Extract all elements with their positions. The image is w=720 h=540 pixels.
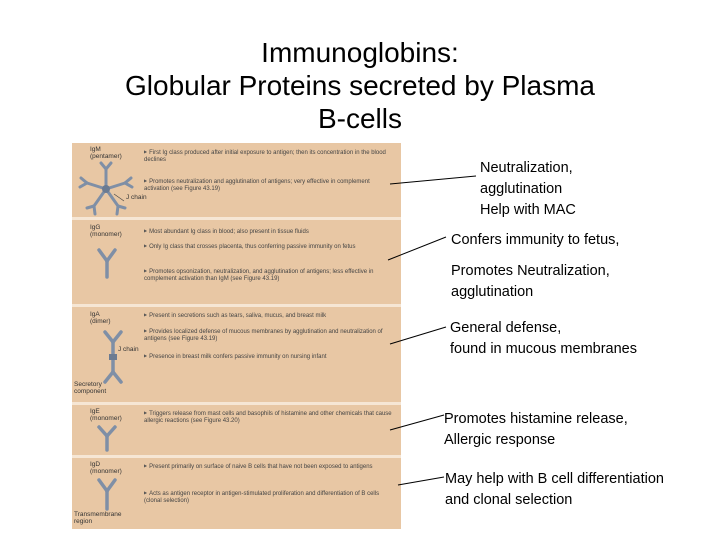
iga-bullet-3: Presence in breast milk confers passive … (144, 352, 396, 361)
annotation-iga: General defense, found in mucous membran… (450, 318, 637, 360)
leader-line-igd (397, 476, 445, 486)
annotation-line: Promotes Neutralization, (451, 263, 610, 279)
iga-form-label: (dimer) (90, 318, 111, 325)
igg-form-label: (monomer) (90, 231, 122, 238)
iga-bullet-2: Provides localized defense of mucous mem… (144, 327, 396, 343)
igg-bullet-1: Most abundant Ig class in blood; also pr… (144, 227, 396, 236)
annotation-igm: Neutralization, agglutination Help with … (480, 158, 576, 221)
immunoglobulin-classes-figure: IgM (pentamer) J chain First Ig class pr… (72, 143, 401, 529)
igg-bullet-3: Promotes opsonization, neutralization, a… (144, 267, 396, 283)
igd-monomer-icon (97, 478, 117, 511)
igd-bullet-2: Acts as antigen receptor in antigen-stim… (144, 489, 396, 505)
annotation-line: Neutralization, (480, 160, 573, 176)
panel-divider (72, 455, 401, 458)
iga-dimer-icon (103, 330, 123, 384)
igm-bullet-1: First Ig class produced after initial ex… (144, 148, 396, 164)
iga-bullet-1: Present in secretions such as tears, sal… (144, 311, 396, 320)
ige-monomer-icon (97, 425, 117, 452)
title-line-2: Globular Proteins secreted by Plasma (125, 70, 595, 101)
annotation-line: Promotes histamine release, (444, 411, 628, 427)
annotation-line: Allergic response (444, 432, 556, 448)
annotation-ige: Promotes histamine release, Allergic res… (444, 409, 628, 451)
title-line-1: Immunoglobins: (261, 37, 459, 68)
annotation-line: General defense, (450, 320, 562, 336)
igg-monomer-icon (97, 248, 117, 279)
igd-bullet-1: Present primarily on surface of naive B … (144, 462, 396, 471)
annotation-line: and clonal selection (445, 492, 573, 508)
ige-class-label: IgE (90, 408, 100, 415)
iga-secretory-component-label: Secretory component (74, 381, 107, 395)
panel-divider (72, 217, 401, 220)
panel-divider (72, 304, 401, 307)
annotation-line: found in mucous membranes (450, 341, 637, 357)
annotation-line: Help with MAC (480, 202, 576, 218)
slide-title: Immunoglobins: Globular Proteins secrete… (0, 36, 720, 135)
igd-class-label: IgD (90, 461, 101, 468)
panel-divider (72, 402, 401, 405)
igm-form-label: (pentamer) (90, 153, 122, 160)
annotation-line: Confers immunity to fetus, (451, 232, 620, 248)
iga-class-label: IgA (90, 311, 100, 318)
annotation-line: agglutination (480, 181, 563, 197)
igg-bullet-2: Only Ig class that crosses placenta, thu… (144, 242, 396, 251)
leader-line-igm (389, 175, 477, 185)
annotation-igd: May help with B cell differentiation and… (445, 469, 664, 511)
title-line-3: B-cells (317, 103, 402, 134)
igm-bullet-2: Promotes neutralization and agglutinatio… (144, 177, 396, 193)
igd-form-label: (monomer) (90, 468, 122, 475)
annotation-line (451, 251, 619, 261)
igm-class-label: IgM (90, 146, 101, 153)
igm-j-chain-label: J chain (126, 194, 147, 201)
annotation-line: agglutination (451, 284, 534, 300)
ige-bullet-1: Triggers release from mast cells and bas… (144, 409, 396, 425)
igg-class-label: IgG (90, 224, 101, 231)
iga-j-chain-label: J chain (118, 346, 139, 353)
igd-transmembrane-label: Transmembrane region (74, 511, 122, 525)
igm-pentamer-icon (78, 161, 134, 216)
annotation-line: May help with B cell differentiation (445, 471, 664, 487)
ige-form-label: (monomer) (90, 415, 122, 422)
annotation-igg: Confers immunity to fetus, Promotes Neut… (451, 230, 619, 303)
